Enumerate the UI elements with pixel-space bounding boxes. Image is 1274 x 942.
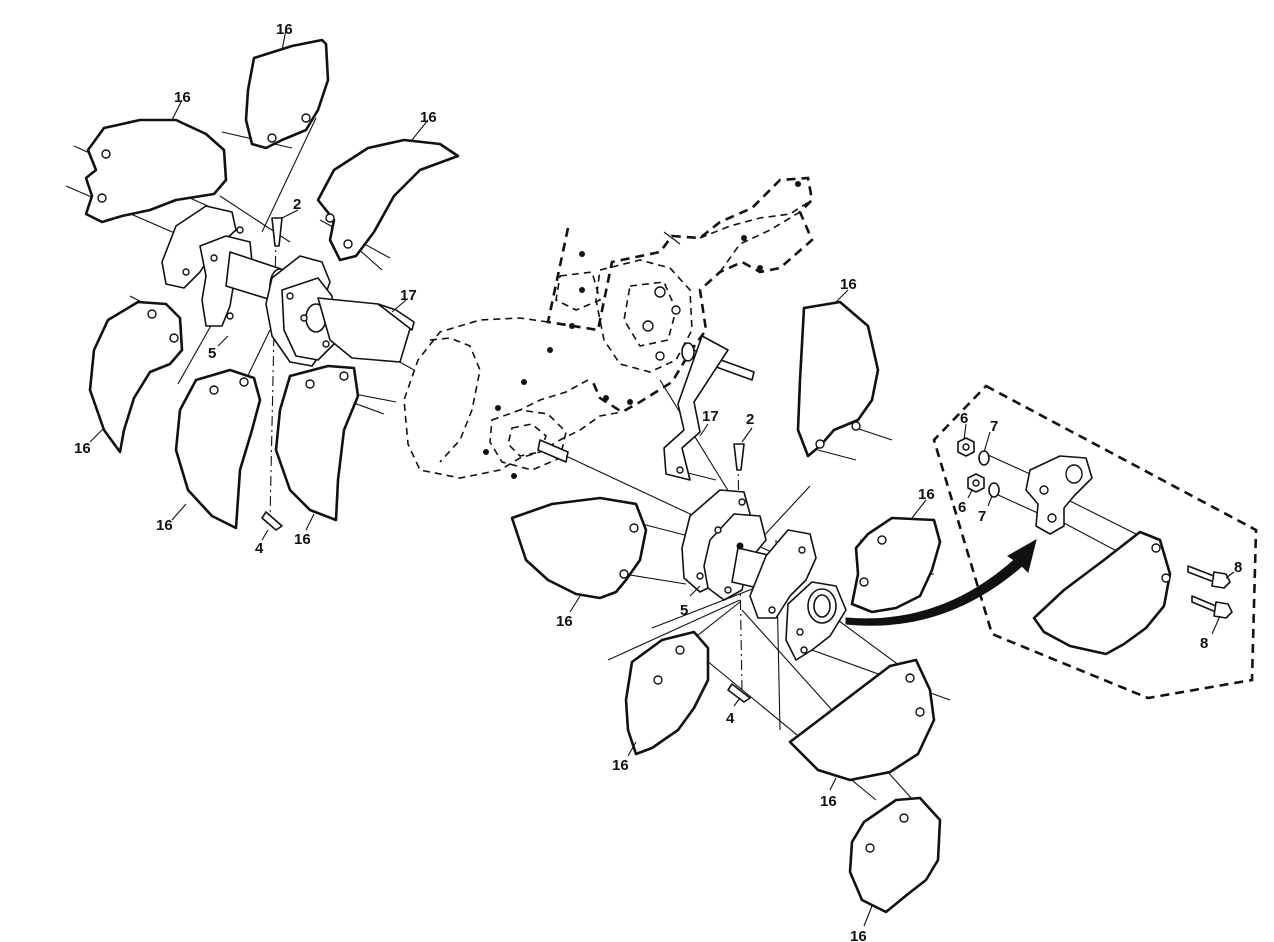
tine-blade (174, 368, 262, 530)
callout-16: 16 (556, 613, 573, 630)
callout-labels: 16 16 16 2 17 5 16 16 4 16 16 2 17 16 5 … (74, 21, 1242, 942)
tine-blade (244, 38, 330, 150)
callout-6: 6 (960, 410, 968, 427)
lock-washer (978, 450, 990, 466)
detail-border (932, 384, 1258, 700)
callout-16: 16 (612, 757, 629, 774)
callout-7: 7 (978, 508, 986, 525)
right-tine-assembly (510, 300, 951, 914)
callout-6: 6 (958, 499, 966, 516)
bolt (1187, 565, 1215, 583)
callout-16: 16 (276, 21, 293, 38)
callout-16: 16 (918, 486, 935, 503)
curved-arrow-icon (845, 538, 1037, 626)
callout-5: 5 (680, 602, 688, 619)
callout-16: 16 (74, 440, 91, 457)
callout-16: 16 (156, 517, 173, 534)
tine-blade (788, 658, 936, 782)
callout-4: 4 (255, 540, 264, 557)
callout-16: 16 (850, 928, 867, 942)
callout-2: 2 (746, 411, 754, 428)
callout-16: 16 (174, 89, 191, 106)
tine-blade (1032, 530, 1172, 656)
bolt (1191, 595, 1217, 613)
hairpin-clip (727, 683, 751, 703)
lock-washer (988, 482, 1000, 498)
link-plate (1025, 455, 1093, 535)
callout-17: 17 (400, 287, 417, 304)
shield (663, 335, 729, 481)
tine-blade (796, 300, 880, 458)
clevis-pin (271, 217, 283, 247)
tine-blade (88, 300, 184, 454)
callout-2: 2 (293, 196, 301, 213)
tine-blade (84, 118, 228, 224)
callout-7: 7 (990, 418, 998, 435)
tine-blade (848, 796, 942, 914)
callout-16: 16 (294, 531, 311, 548)
tine-blade (274, 364, 360, 522)
transmission-housing (403, 176, 814, 479)
tine-blade (624, 630, 710, 756)
callout-16: 16 (420, 109, 437, 126)
hairpin-clip (261, 511, 283, 531)
callout-4: 4 (726, 710, 735, 727)
callout-5: 5 (208, 345, 216, 362)
callout-16: 16 (820, 793, 837, 810)
tine-blade (850, 516, 942, 614)
left-tine-assembly (65, 38, 460, 531)
hardware-detail-inset (932, 384, 1258, 700)
callout-16: 16 (840, 276, 857, 293)
callout-8: 8 (1234, 559, 1242, 576)
callout-17: 17 (702, 408, 719, 425)
tine-blade (510, 496, 648, 600)
callout-8: 8 (1200, 635, 1208, 652)
clevis-pin (733, 443, 745, 471)
tine-blade (316, 138, 460, 262)
